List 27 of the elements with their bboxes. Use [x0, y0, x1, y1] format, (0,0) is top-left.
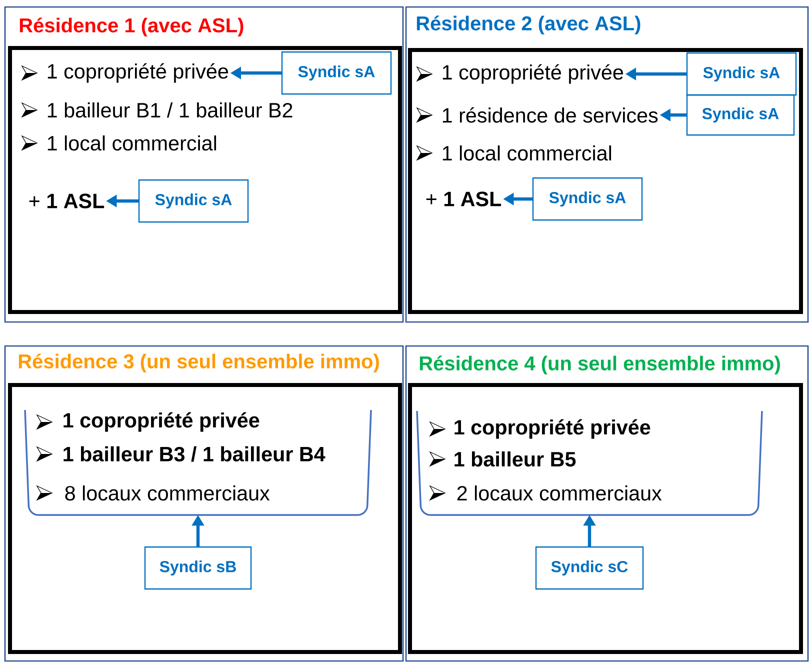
list-item: + 1 ASL [426, 192, 502, 206]
label-box: Syndic sC [535, 546, 644, 590]
list-item: 1 copropriété privée [454, 419, 650, 439]
label-box: Syndic sA [532, 177, 643, 221]
list-item: 1 copropriété privée [64, 412, 260, 432]
list-item: 1 copropriété privée [442, 64, 624, 84]
label-box: Syndic sA [138, 179, 249, 223]
list-item: 1 local commercial [48, 135, 216, 151]
framed-box [8, 46, 402, 314]
framed-box [408, 383, 803, 654]
framed-box [408, 48, 803, 314]
list-item: 1 bailleur B1 / 1 bailleur B2 [48, 102, 292, 118]
list-item: 1 résidence de services [442, 107, 658, 123]
list-item: 1 local commercial [442, 145, 612, 161]
bracket [416, 410, 763, 516]
framed-box [8, 383, 402, 654]
label-box: Syndic sA [686, 94, 795, 136]
label-box: Syndic sA [686, 52, 797, 96]
label-box: Syndic sB [144, 546, 252, 590]
label-box: Syndic sA [281, 51, 392, 95]
list-item: 1 bailleur B5 [454, 451, 576, 467]
list-item: 1 bailleur B3 / 1 bailleur B4 [64, 446, 326, 462]
bracket [24, 410, 372, 516]
list-item: 2 locaux commerciaux [457, 485, 662, 501]
list-item: 1 copropriété privée [48, 63, 228, 83]
list-item: 8 locaux commerciaux [65, 485, 270, 501]
list-item: + 1 ASL [29, 194, 104, 208]
